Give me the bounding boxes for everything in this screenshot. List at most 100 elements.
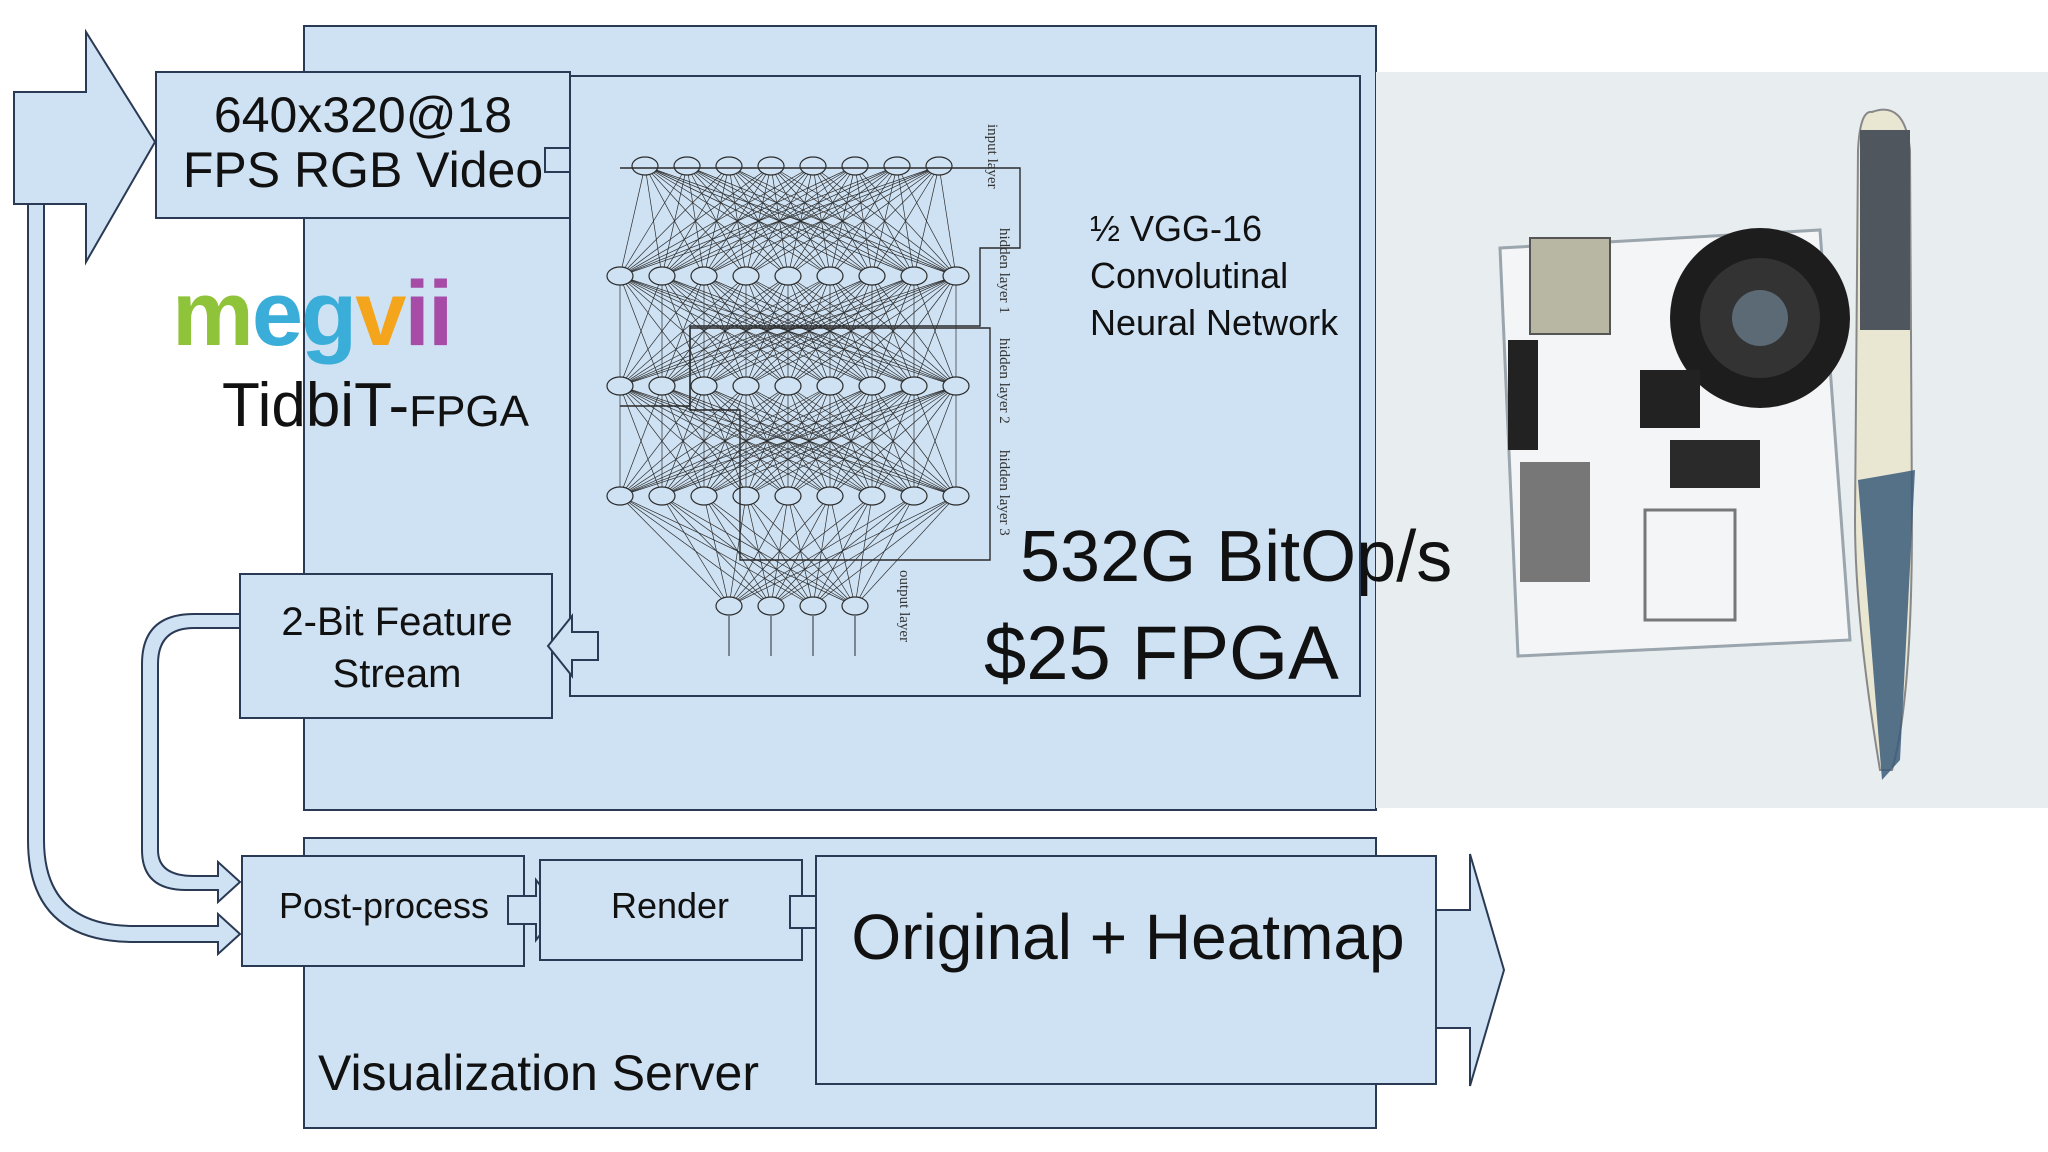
nn-connection <box>619 165 688 277</box>
nn-connection <box>619 385 915 497</box>
nn-connection <box>619 385 831 497</box>
nn-connection <box>619 385 747 497</box>
nn-node <box>690 376 718 396</box>
nn-node <box>690 486 718 506</box>
output-arrow <box>1435 853 1506 1087</box>
nn-label-output: output layer <box>896 570 912 643</box>
product-name: TidbiT-FPGA <box>222 371 529 440</box>
feature-stream-label: 2-Bit Feature Stream <box>281 600 513 696</box>
nn-connection <box>871 275 957 387</box>
nn-node <box>816 376 844 396</box>
nn-connection <box>829 165 940 277</box>
nn-node <box>673 156 701 176</box>
nn-node <box>942 266 970 286</box>
nn-node <box>841 156 869 176</box>
nn-connection <box>787 165 940 277</box>
nn-connection <box>619 165 856 277</box>
nn-connection <box>661 165 940 277</box>
network-to-feature-arrow <box>546 613 599 679</box>
nn-node <box>732 266 760 286</box>
nn-connection <box>913 275 957 387</box>
nn-node <box>690 266 718 286</box>
nn-node <box>858 486 886 506</box>
nn-connection <box>661 275 957 387</box>
nn-connection <box>619 495 730 607</box>
nn-connection <box>703 275 957 387</box>
nn-node <box>841 596 869 616</box>
nn-node <box>757 596 785 616</box>
video-to-postprocess-arrow <box>27 203 242 957</box>
logo-letter: g <box>300 263 357 365</box>
feature-stream-box <box>239 573 553 719</box>
logo-letter: i <box>404 263 430 365</box>
megvii-logo: megvii <box>172 263 454 365</box>
nn-node <box>858 266 886 286</box>
network-description: ½ VGG-16 Convolutinal Neural Network <box>1090 208 1339 343</box>
product-name-suffix: FPGA <box>409 387 529 436</box>
nn-connection <box>619 165 730 277</box>
nn-connection <box>854 495 957 607</box>
nn-node <box>715 156 743 176</box>
nn-connection <box>703 495 730 607</box>
nn-node <box>732 486 760 506</box>
nn-node <box>925 156 953 176</box>
product-name-main: TidbiT- <box>222 371 410 440</box>
nn-connection <box>871 385 957 497</box>
output-label: Original + Heatmap <box>851 901 1405 973</box>
logo-letter: v <box>355 263 406 365</box>
nn-connection <box>913 385 957 497</box>
nn-connection <box>745 275 957 387</box>
nn-connection <box>661 495 730 607</box>
nn-connection <box>619 275 915 387</box>
nn-node <box>606 376 634 396</box>
postprocess-label: Post-process <box>278 885 490 926</box>
nn-connection <box>728 495 915 607</box>
nn-connection <box>619 275 831 387</box>
nn-connection <box>871 165 940 277</box>
output-box <box>815 855 1437 1085</box>
nn-node <box>900 376 928 396</box>
nn-node <box>648 486 676 506</box>
nn-connection <box>619 385 957 497</box>
nn-node <box>715 596 743 616</box>
nn-connection <box>619 275 705 387</box>
nn-node <box>774 486 802 506</box>
logo-letter: m <box>172 263 254 365</box>
nn-node <box>942 376 970 396</box>
nn-connection <box>728 495 873 607</box>
nn-connection <box>661 385 957 497</box>
input-arrow <box>13 28 157 266</box>
nn-connection <box>619 275 789 387</box>
nn-connection <box>829 275 957 387</box>
nn-connection <box>619 275 747 387</box>
nn-node <box>858 376 886 396</box>
nn-connection <box>619 275 663 387</box>
performance-label: 532G BitOp/s <box>1020 517 1453 597</box>
nn-connection <box>619 385 789 497</box>
nn-connection <box>938 165 957 277</box>
nn-node <box>883 156 911 176</box>
nn-node <box>774 376 802 396</box>
nn-connection <box>745 165 940 277</box>
nn-connection <box>619 275 873 387</box>
price-label: $25 FPGA <box>984 611 1339 696</box>
nn-node <box>648 266 676 286</box>
nn-connection <box>829 385 957 497</box>
fpga-board-photo <box>1376 72 2048 808</box>
nn-connection <box>619 165 814 277</box>
nn-node <box>648 376 676 396</box>
nn-node <box>900 266 928 286</box>
nn-node <box>757 156 785 176</box>
video-format-text: FPS RGB Video <box>182 142 544 198</box>
nn-node <box>606 266 634 286</box>
nn-connection <box>619 385 663 497</box>
nn-connection <box>619 165 940 277</box>
nn-node <box>942 486 970 506</box>
nn-label-input: input layer <box>984 124 1000 189</box>
nn-connection <box>619 165 772 277</box>
nn-node <box>732 376 760 396</box>
logo-letter: i <box>427 263 454 365</box>
nn-label-hidden-3: hidden layer 3 <box>996 450 1012 536</box>
nn-connection <box>619 165 646 277</box>
